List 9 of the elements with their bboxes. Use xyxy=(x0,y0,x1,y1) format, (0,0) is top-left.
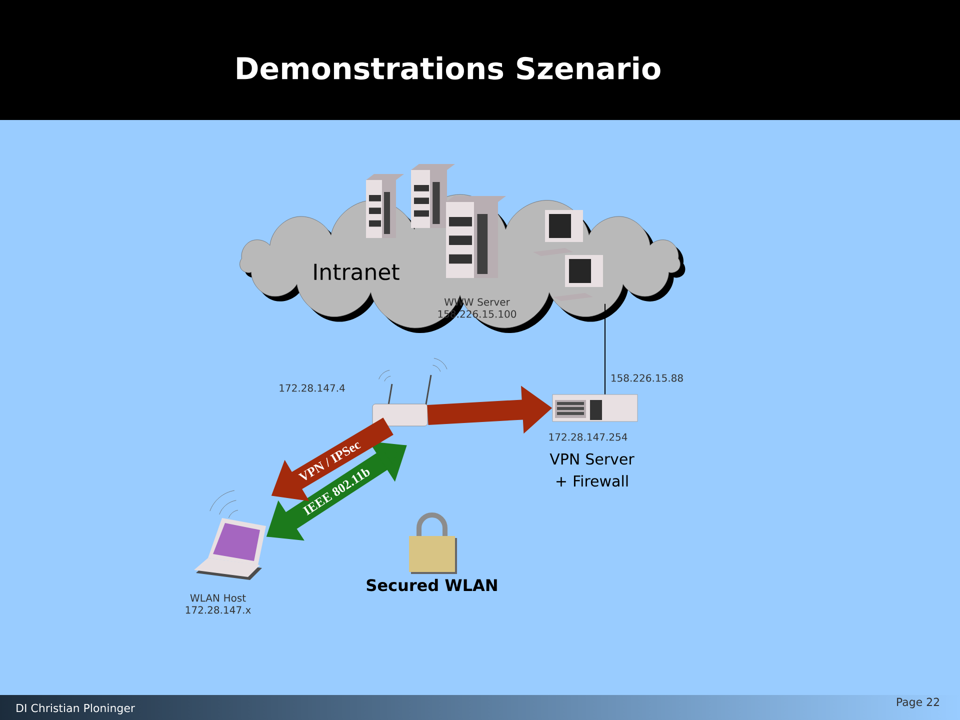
caption-text: Secured WLAN xyxy=(366,578,497,592)
ip-address: 158.226.15.88 xyxy=(612,374,683,382)
ip-address: 172.28.147.254 xyxy=(549,433,628,441)
footer-text: DI Christian Ploninger xyxy=(16,704,135,714)
ip-address: 172.28.147.4 xyxy=(280,384,345,392)
server-label: VPN Server + Firewall xyxy=(550,453,634,487)
laptop-label: WLAN Host 172.28.147.x xyxy=(186,594,251,614)
title: Demonstrations Szenario xyxy=(237,56,660,80)
page-number: Page 22 xyxy=(897,698,939,708)
